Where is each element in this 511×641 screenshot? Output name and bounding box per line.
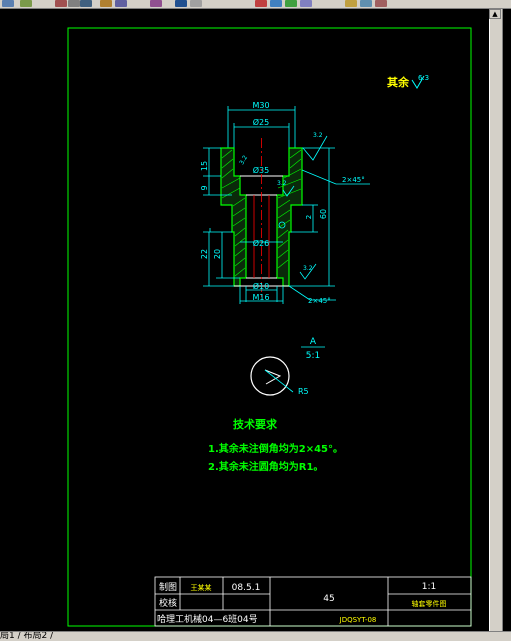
tb-made-label: 制图 <box>159 581 177 593</box>
text-style-icon[interactable] <box>300 0 312 7</box>
tb-school: 哈理工机械04—6班04号 <box>157 613 258 625</box>
bottom-dimensions <box>239 241 284 304</box>
pan-icon[interactable] <box>55 0 67 7</box>
match-properties-icon[interactable] <box>115 0 127 7</box>
vertical-scrollbar[interactable]: ▲ <box>483 9 511 631</box>
title-block-grid <box>154 576 472 627</box>
dim-d35: Ø35 <box>253 165 269 175</box>
dim-chamfer-bottom: 2×45° <box>308 297 331 305</box>
drawing-frame <box>67 27 472 627</box>
roughness-symbol-icon <box>411 75 425 89</box>
tech-req-line2: 2.其余未注圆角均为R1。 <box>208 460 323 473</box>
dim-h20: 20 <box>213 249 222 259</box>
tb-part-name: 轴套零件图 <box>412 599 447 608</box>
detail-leader <box>264 369 294 393</box>
table-icon[interactable] <box>360 0 372 7</box>
tb-made-name: 王某某 <box>191 584 212 592</box>
left-dimensions <box>203 147 240 287</box>
datum-circle-icon <box>278 221 286 229</box>
dim-r5: R5 <box>298 387 309 396</box>
detail-circle <box>250 356 290 396</box>
properties-icon[interactable] <box>100 0 112 7</box>
tech-req-line1: 1.其余未注倒角均为2×45°。 <box>208 442 343 455</box>
dim-h9: 9 <box>200 185 209 190</box>
tb-date: 08.5.1 <box>232 583 261 593</box>
dim-h22: 22 <box>200 249 209 259</box>
dim-m16: M16 <box>252 293 269 302</box>
help-icon[interactable] <box>375 0 387 7</box>
dim-d10: Ø10 <box>253 281 269 291</box>
rough-32c: 3.2 <box>277 180 287 187</box>
right-dimensions <box>282 135 370 301</box>
tb-drawing-no: JDQSYT-08 <box>339 616 377 624</box>
tb-check-label: 校核 <box>159 597 177 609</box>
detail-scale: 5:1 <box>306 351 320 361</box>
zoom-realtime-icon[interactable] <box>68 0 80 7</box>
layer-icon[interactable] <box>150 0 162 7</box>
rough-32d: 3.2 <box>303 265 313 272</box>
dim-d26: Ø26 <box>253 238 269 248</box>
tb-center-value: 45 <box>323 594 334 604</box>
layout-tabs[interactable]: 局1 / 布局2 / <box>0 631 511 641</box>
up-arrow-icon[interactable] <box>190 0 202 7</box>
scrollbar-track[interactable] <box>489 9 503 631</box>
rough-32a: 3.2 <box>238 154 249 166</box>
dim-m30: M30 <box>252 101 269 110</box>
drawing-svg: 其余 6.3 M30 Ø25 Ø35 <box>67 27 472 627</box>
detail-label: A <box>310 337 317 347</box>
rough-32b: 3.2 <box>313 132 323 139</box>
tb-scale: 1:1 <box>422 582 436 592</box>
dim-h15: 15 <box>200 161 209 171</box>
down-arrow-icon[interactable] <box>175 0 187 7</box>
dim-h2: 2 <box>305 215 313 219</box>
zoom-out-icon[interactable] <box>270 0 282 7</box>
zoom-in-icon[interactable] <box>255 0 267 7</box>
dim-d25: Ø25 <box>253 117 269 127</box>
detail-profile <box>264 369 282 385</box>
tab-layout-visible[interactable]: 局1 / 布局2 / <box>0 631 54 641</box>
ortho-icon[interactable] <box>20 0 32 7</box>
part-section <box>220 147 303 287</box>
dim-style-icon[interactable] <box>345 0 357 7</box>
dim-h60: 60 <box>319 209 328 219</box>
dim-chamfer-top: 2×45° <box>342 176 365 184</box>
standard-toolbar <box>0 0 511 9</box>
snap-icon[interactable] <box>2 0 14 7</box>
drawing-canvas[interactable]: 其余 6.3 M30 Ø25 Ø35 <box>0 9 483 631</box>
zoom-window-icon[interactable] <box>80 0 92 7</box>
zoom-extents-icon[interactable] <box>285 0 297 7</box>
scroll-up-icon[interactable]: ▲ <box>489 9 501 19</box>
surface-roughness-value: 6.3 <box>418 74 429 82</box>
surface-note: 其余 <box>387 75 410 89</box>
tech-req-title: 技术要求 <box>233 417 278 431</box>
